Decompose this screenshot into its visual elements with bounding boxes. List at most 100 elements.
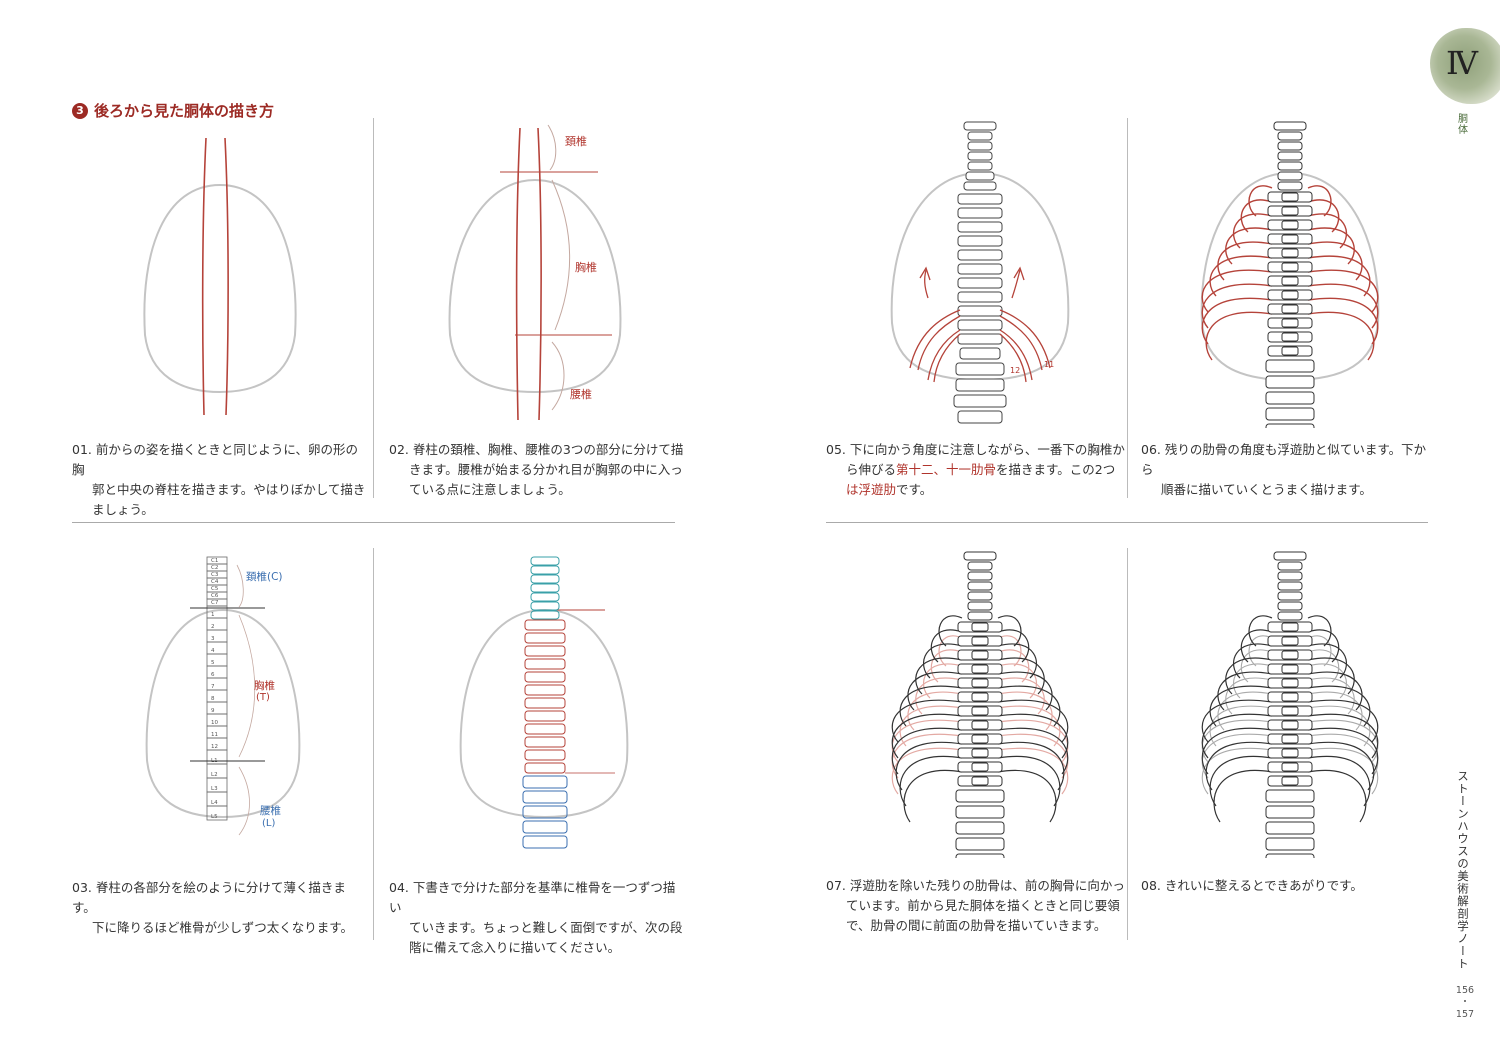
vertebra-body [1281,318,1299,328]
rib [903,769,963,823]
rib [997,733,1069,779]
rib [899,755,963,807]
vertebra [1273,121,1307,131]
vertebra-body [1281,234,1299,244]
watercolor-wash [1430,28,1500,104]
vertebra-label: C4 [211,579,219,585]
vertebra [1277,131,1303,141]
vertebra-label: 7 [211,684,215,690]
vertebra [524,736,566,748]
vertebra-body [1281,622,1299,632]
vertebra-body [971,678,989,688]
rib [1307,629,1340,663]
vertebra-body [1281,206,1299,216]
caption-number: 04. [389,880,409,895]
vertebra-body [1281,720,1299,730]
figure-02-spine-sections [448,124,622,421]
rib [891,699,963,743]
caption-08: 08.きれいに整えるとできあがりです。 [1141,876,1431,896]
vertebra-body [1281,636,1299,646]
caption-line: です。 [896,482,933,497]
vertebra [967,561,993,571]
figure-01-ribcage-outline [143,137,297,416]
column-divider [1127,548,1128,940]
caption-line: 下書きで分けた部分を基準に椎骨を一つずつ描い [389,880,676,915]
rib [1307,713,1379,759]
vertebra-body [1281,664,1299,674]
caption-line: 順番に描いていくとうまく描けます。 [1161,482,1372,497]
caption-highlight: 第十二、十一肋骨 [896,462,997,477]
vertebra [1277,161,1303,171]
figure-07-ribcage-front-ribs [891,551,1069,858]
caption-line: 下に向かう角度に注意しながら、一番下の胸椎か [849,442,1125,457]
column-divider [373,548,374,940]
vertebra [1273,551,1307,561]
vertebra [1265,789,1315,803]
vertebra-cell [206,641,228,655]
caption-line: 階に備えて念入りに描いてください。 [409,940,621,955]
caption-01: 01.前からの姿を描くときと同じように、卵の形の胸 郭と中央の脊柱を描きます。や… [72,440,367,520]
vertebra-body [971,692,989,702]
vertebra [1265,423,1315,428]
rib [1307,685,1371,727]
rib [891,733,963,779]
rib [1307,311,1375,361]
vertebra-label: 6 [211,672,215,678]
vertebra-cell [206,701,228,715]
caption-number: 01. [72,442,92,457]
section-number: 3 [72,102,88,119]
vertebra [967,611,993,621]
vertebra-body [1281,776,1299,786]
vertebra [967,581,993,591]
rib [1248,185,1273,217]
vertebra-label: C1 [211,558,218,564]
rib [1307,769,1367,823]
rib [891,727,963,775]
vertebra-body [1281,276,1299,286]
rib [1307,283,1379,329]
rib [1209,755,1273,807]
caption-03: 03.脊柱の各部分を絵のように分けて薄く描きます。 下に降りるほど椎骨が少しずつ… [72,878,367,938]
vertebra [524,645,566,657]
rib [899,685,963,727]
vertebra-cell [206,653,228,667]
vertebra [524,749,566,761]
caption-line: 脊柱の頚椎、胸椎、腰椎の3つの部分に分けて描 [412,442,684,457]
vertebra [1265,821,1315,835]
rib [997,727,1069,775]
vertebra-body [1281,706,1299,716]
vertebra-cell [206,689,228,703]
figure-06-ribs-red [1200,121,1380,428]
vertebra [1277,561,1303,571]
caption-number: 08. [1141,878,1161,893]
vertebra [522,835,568,849]
column-divider [373,118,374,498]
vertebra [522,820,568,834]
vertebra [955,805,1005,819]
vertebra [530,583,560,593]
caption-line: で、肋骨の間に前面の肋骨を描いていきます。 [846,918,1107,933]
vertebra-cell [206,665,228,679]
vertebra-body [971,622,989,632]
rib [997,629,1030,663]
rib [1201,699,1273,743]
caption-line: 浮遊肋を除いた残りの肋骨は、前の胸骨に向かっ [849,878,1125,893]
rib [1209,255,1273,297]
rib [1307,705,1371,747]
rib [997,755,1061,807]
label-thoracic-t2: (T) [256,692,270,703]
vertebra [524,658,566,670]
label-lumbar: 腰椎 [570,388,592,401]
page-numbers: 156 ・ 157 [1450,985,1480,1021]
label-rib-11: 11 [1044,360,1055,369]
vertebra [967,591,993,601]
vertebra-label: 12 [211,744,218,750]
vertebra-body [1281,692,1299,702]
vertebra [522,775,568,789]
vertebra [1277,571,1303,581]
page-sep: ・ [1460,997,1470,1008]
vertebra-label: 3 [211,636,215,642]
vertebra [524,762,566,774]
vertebra-body [1281,734,1299,744]
vertebra-body [1281,678,1299,688]
